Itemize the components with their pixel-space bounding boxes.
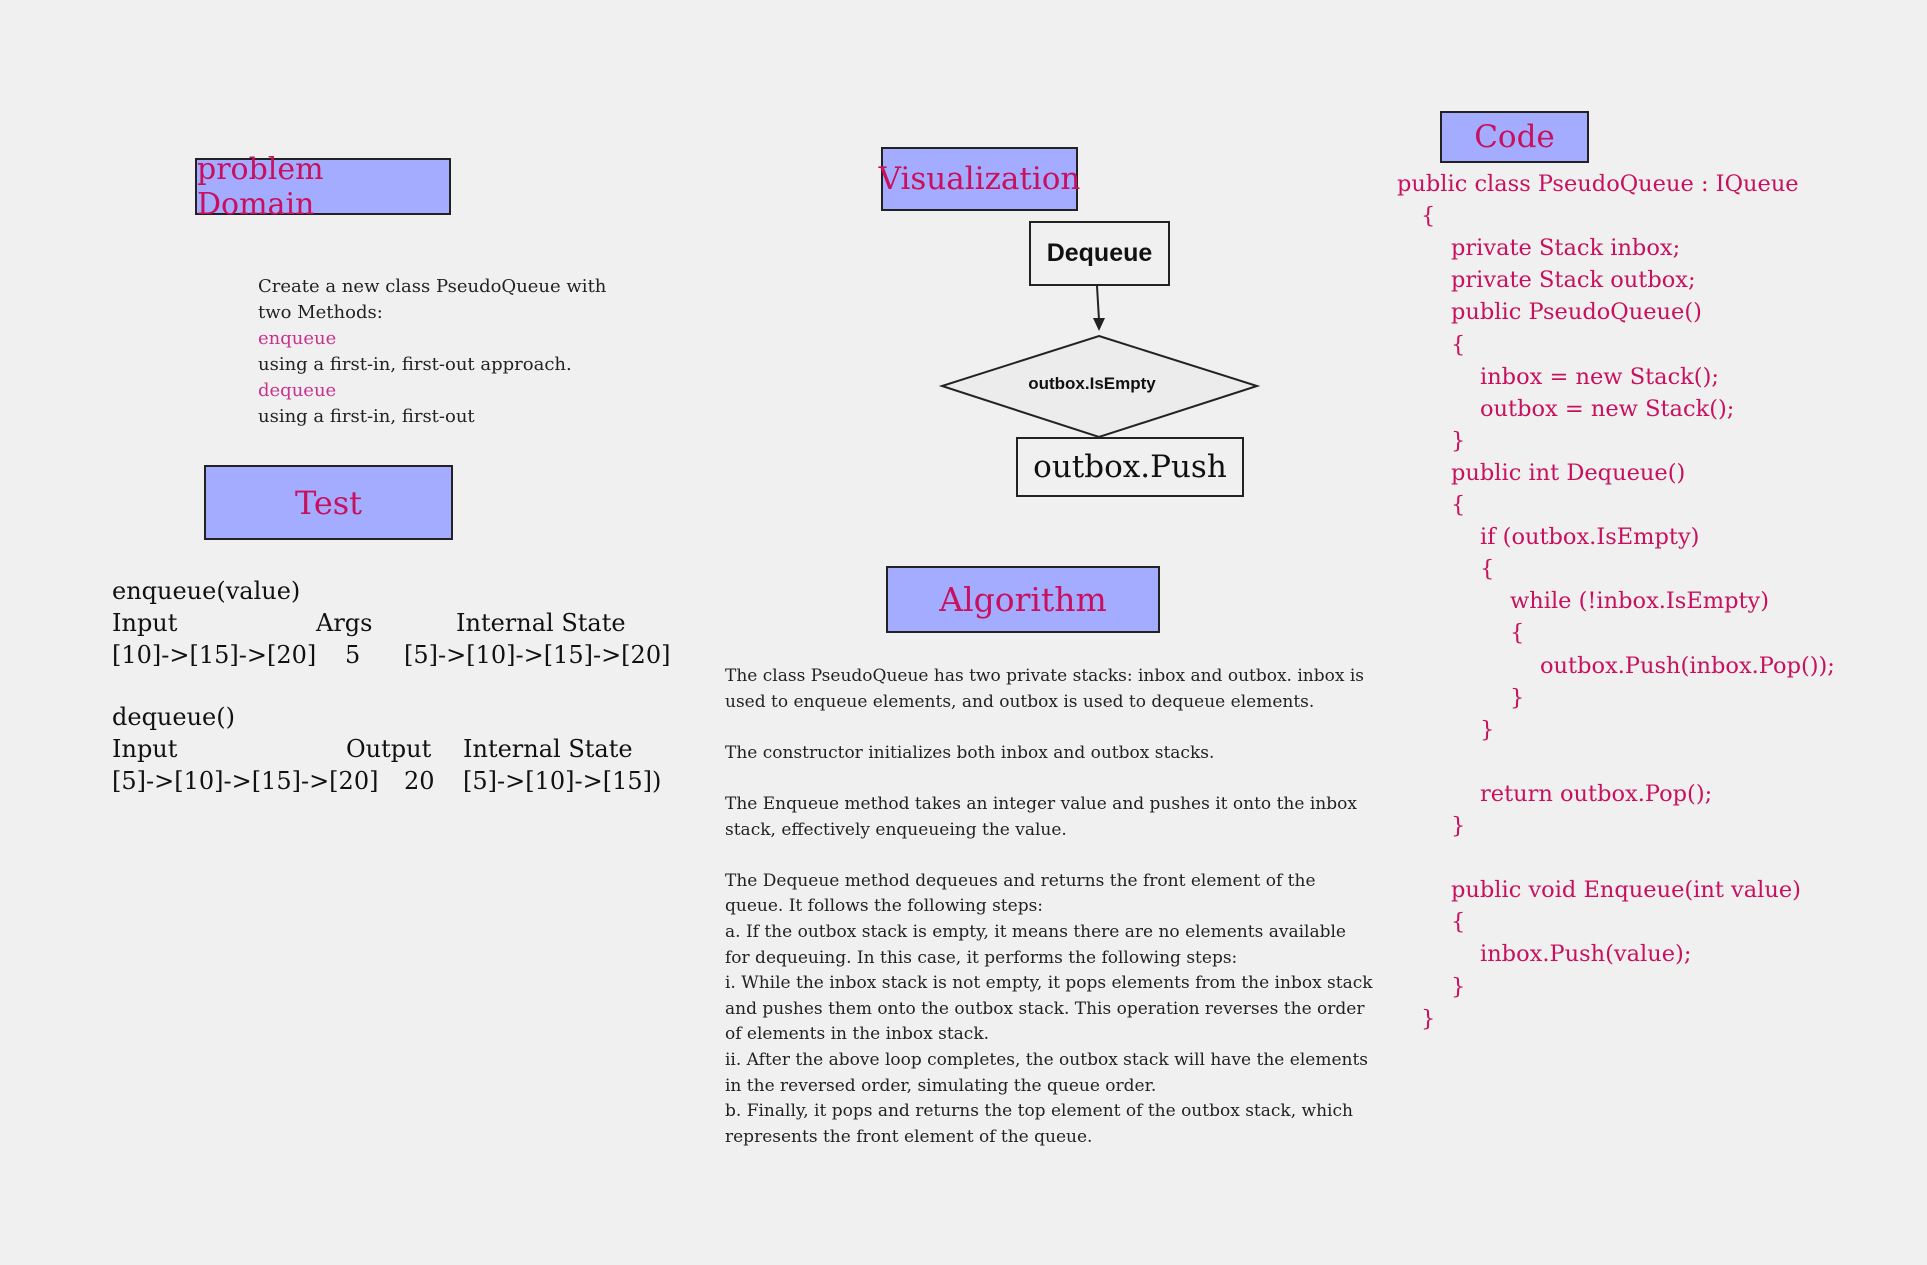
algorithm-title-text: Algorithm xyxy=(939,580,1107,619)
code-line: } xyxy=(1451,813,1466,839)
problem-domain-line: Create a new class PseudoQueue with xyxy=(258,276,607,297)
dequeue-header-output: Output xyxy=(346,735,432,763)
enqueue-header-args: Args xyxy=(316,609,373,637)
algorithm-line: b. Finally, it pops and returns the top … xyxy=(725,1101,1353,1122)
enqueue-input-value: [10]->[15]->[20] xyxy=(112,641,317,669)
algorithm-line: and pushes them onto the outbox stack. T… xyxy=(725,998,1365,1019)
code-line: { xyxy=(1451,492,1466,518)
code-title-text: Code xyxy=(1474,119,1555,155)
enqueue-args-value: 5 xyxy=(345,641,361,669)
algorithm-line: ii. After the above loop completes, the … xyxy=(725,1049,1369,1070)
dequeue-signature: dequeue() xyxy=(112,703,235,731)
algorithm-line: queue. It follows the following steps: xyxy=(725,896,1044,917)
enqueue-header-state: Internal State xyxy=(456,609,626,637)
code-line: public int Dequeue() xyxy=(1451,459,1686,486)
flow-node-decision-label: outbox.IsEmpty xyxy=(1028,374,1156,393)
code-line: { xyxy=(1451,331,1466,358)
algorithm-line: in the reversed order, simulating the qu… xyxy=(725,1075,1157,1096)
flow-arrow-line xyxy=(1096,285,1100,321)
code-line: { xyxy=(1510,620,1525,647)
code-line: { xyxy=(1480,556,1495,583)
code-line: inbox.Push(value); xyxy=(1480,941,1692,968)
code-line: while (!inbox.IsEmpty) xyxy=(1510,588,1770,615)
code-line: } xyxy=(1480,716,1495,743)
visualization-title: Visualization xyxy=(878,147,1081,211)
flow-arrow-head xyxy=(1093,318,1105,331)
flow-node-dequeue-label: Dequeue xyxy=(1046,239,1153,267)
problem-domain-title-text: problem Domain xyxy=(197,151,324,222)
problem-domain-line: using a first-in, first-out xyxy=(258,406,475,427)
problem-domain-line: two Methods: xyxy=(258,302,383,323)
algorithm-line: The Dequeue method dequeues and returns … xyxy=(725,870,1316,891)
algorithm-description: The class PseudoQueue has two private st… xyxy=(725,664,1405,1150)
code-line: private Stack inbox; xyxy=(1451,235,1681,262)
problem-domain-line: enqueue xyxy=(258,328,337,349)
enqueue-state-value: [5]->[10]->[15]->[20] xyxy=(404,641,671,669)
code-line: inbox = new Stack(); xyxy=(1480,363,1719,390)
code-title: Code xyxy=(1440,111,1589,163)
visualization-title-text: Visualization xyxy=(878,161,1081,197)
flow-node-push: outbox.Push xyxy=(1016,437,1244,497)
code-line: { xyxy=(1451,909,1466,936)
code-line: public class PseudoQueue : IQueue xyxy=(1397,171,1799,197)
code-line: outbox = new Stack(); xyxy=(1480,395,1735,422)
paragraph-gap xyxy=(725,766,1405,792)
algorithm-line: represents the front element of the queu… xyxy=(725,1126,1093,1147)
code-line: outbox.Push(inbox.Pop()); xyxy=(1540,652,1835,679)
dequeue-state-value: [5]->[10]->[15]) xyxy=(463,767,662,795)
problem-domain-title: problem Domain xyxy=(195,152,451,222)
code-line: return outbox.Pop(); xyxy=(1480,780,1713,807)
dequeue-output-value: 20 xyxy=(404,767,435,795)
algorithm-line: used to enqueue elements, and outbox is … xyxy=(725,691,1315,712)
algorithm-line: The constructor initializes both inbox a… xyxy=(725,742,1215,763)
test-title: Test xyxy=(204,465,453,540)
paragraph-gap xyxy=(725,715,1405,741)
code-line: { xyxy=(1421,203,1436,230)
code-line: private Stack outbox; xyxy=(1451,267,1696,294)
algorithm-line: of elements in the inbox stack. xyxy=(725,1024,990,1045)
code-line: if (outbox.IsEmpty) xyxy=(1480,524,1700,551)
problem-domain-line: using a first-in, first-out approach. xyxy=(258,354,572,375)
enqueue-signature: enqueue(value) xyxy=(112,577,301,605)
flow-node-dequeue: Dequeue xyxy=(1029,221,1170,286)
algorithm-line: stack, effectively enqueueing the value. xyxy=(725,819,1067,840)
code-line: } xyxy=(1451,973,1466,1000)
code-line: public PseudoQueue() xyxy=(1451,299,1702,326)
code-line: } xyxy=(1451,427,1466,454)
algorithm-title: Algorithm xyxy=(886,566,1160,633)
problem-domain-description: Create a new class PseudoQueue with two M… xyxy=(258,274,638,430)
algorithm-line: The class PseudoQueue has two private st… xyxy=(725,666,1365,686)
code-line: } xyxy=(1421,1005,1436,1032)
algorithm-line: The Enqueue method takes an integer valu… xyxy=(725,793,1357,814)
algorithm-line: a. If the outbox stack is empty, it mean… xyxy=(725,921,1346,942)
dequeue-input-value: [5]->[10]->[15]->[20] xyxy=(112,767,379,795)
code-line: } xyxy=(1510,684,1525,711)
dequeue-header-state: Internal State xyxy=(463,735,633,763)
algorithm-line: for dequeuing. In this case, it performs… xyxy=(725,947,1238,968)
dequeue-header-input: Input xyxy=(112,735,178,763)
test-title-text: Test xyxy=(294,483,363,522)
flow-node-push-label: outbox.Push xyxy=(1033,449,1227,485)
paragraph-gap xyxy=(725,843,1405,869)
enqueue-header-input: Input xyxy=(112,609,178,637)
code-line: public void Enqueue(int value) xyxy=(1451,877,1801,904)
algorithm-line: i. While the inbox stack is not empty, i… xyxy=(725,973,1373,994)
problem-domain-line: dequeue xyxy=(258,380,337,401)
